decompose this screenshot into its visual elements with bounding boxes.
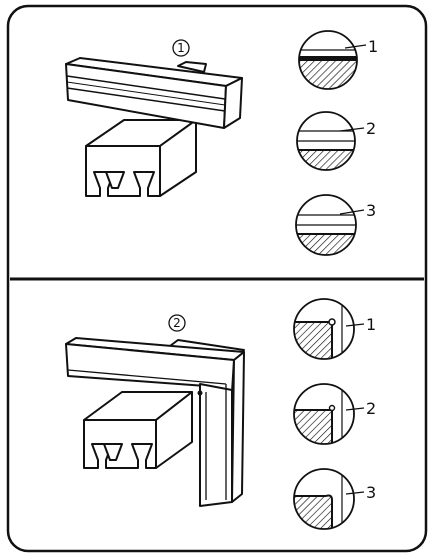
panel-2: 2 xyxy=(65,298,376,530)
panel-1-detail-1: 1 xyxy=(298,30,378,90)
panel-2-detail-2: 2 xyxy=(293,383,376,445)
panel-2-marker: 2 xyxy=(168,314,186,332)
panel-2-detail-3: 3 xyxy=(293,468,376,530)
panel-1-marker: 1 xyxy=(172,39,190,57)
panel-1-detail-3: 3 xyxy=(295,194,376,256)
panel-1: 1 xyxy=(65,30,378,256)
detail-label-1: 1 xyxy=(366,315,376,334)
panel-1-detail-2: 2 xyxy=(296,111,376,171)
detail-label-2: 2 xyxy=(366,119,376,138)
panel-2-corner-piece xyxy=(65,337,245,507)
detail-label-3: 3 xyxy=(366,483,376,502)
svg-text:1: 1 xyxy=(177,41,185,55)
detail-label-2: 2 xyxy=(366,399,376,418)
panel-1-rail xyxy=(65,57,243,129)
panel-2-base-block xyxy=(83,391,193,469)
svg-text:2: 2 xyxy=(173,316,181,330)
panel-1-base-block xyxy=(85,119,197,197)
detail-label-1: 1 xyxy=(368,37,378,56)
detail-label-3: 3 xyxy=(366,201,376,220)
outer-frame xyxy=(6,4,428,553)
panel-2-detail-1: 1 xyxy=(293,298,376,360)
